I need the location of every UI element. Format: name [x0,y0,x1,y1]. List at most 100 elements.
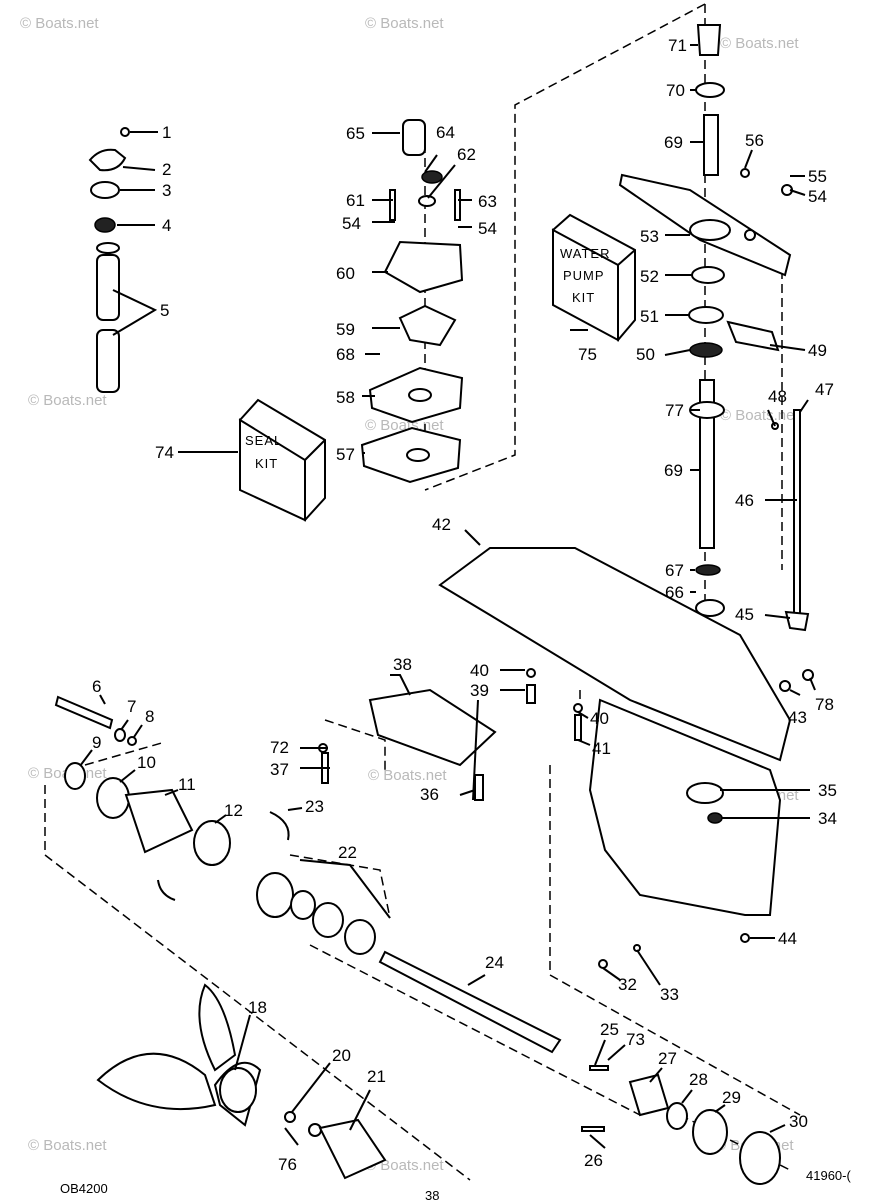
watermark: © Boats.net [720,35,799,52]
water-pump-kit-box: WATER PUMP KIT [551,213,636,342]
seal-kit-label: SEAL [245,433,282,448]
callout-35: 35 [818,781,837,800]
callout-76: 76 [278,1155,297,1174]
callout-59: 59 [336,320,355,339]
shift-rod-parts [88,127,130,393]
callout-4: 4 [162,216,171,235]
callout-29: 29 [722,1088,741,1107]
callout-21: 21 [367,1067,386,1086]
callout-57: 57 [336,445,355,464]
callout-41: 41 [592,739,611,758]
callout-30: 30 [789,1112,808,1131]
watermark: © Boats.net [720,407,799,424]
watermark: © Boats.net [20,15,99,32]
callout-71: 71 [668,36,687,55]
callout-39: 39 [470,681,489,700]
watermark: © Boats.net [368,767,447,784]
watermark: © Boats.net [28,1137,107,1154]
page-number: 38 [425,1188,439,1200]
callout-37: 37 [270,760,289,779]
callout-40: 40 [470,661,489,680]
propeller [96,983,387,1180]
callout-64: 64 [436,123,455,142]
callout-28: 28 [689,1070,708,1089]
drawing-number: 41960-( [806,1168,851,1183]
callout-44: 44 [778,929,797,948]
callout-22: 22 [338,843,357,862]
callout-50: 50 [636,345,655,364]
callout-47: 47 [815,380,834,399]
callout-75: 75 [578,345,597,364]
assembly-guide-lines [44,3,801,1181]
callout-69: 69 [664,133,683,152]
callout-65: 65 [346,124,365,143]
callout-9: 9 [92,733,101,752]
shift-rod [771,409,810,632]
callout-72: 72 [270,738,289,757]
callout-8: 8 [145,707,154,726]
callout-11: 11 [178,775,196,794]
skeg-plate [318,668,583,801]
callout-38: 38 [393,655,412,674]
callout-43: 43 [788,708,807,727]
callout-2: 2 [162,160,171,179]
callout-49: 49 [808,341,827,360]
callout-54: 54 [478,219,497,238]
callout-69: 69 [664,461,683,480]
callout-1: 1 [162,123,171,142]
callout-54: 54 [342,214,361,233]
callout-23: 23 [305,797,324,816]
callout-73: 73 [626,1030,645,1049]
callout-34: 34 [818,809,837,828]
callout-33: 33 [660,985,679,1004]
callout-5: 5 [160,301,169,320]
callout-12: 12 [224,801,243,820]
water-pump-parts [360,119,464,484]
seal-kit-box: SEAL KIT [238,398,326,522]
callout-60: 60 [336,264,355,283]
gearcase-housing [438,547,814,943]
callout-63: 63 [478,192,497,211]
callout-6: 6 [92,677,101,696]
callout-78: 78 [815,695,834,714]
callout-67: 67 [665,561,684,580]
callout-3: 3 [162,181,171,200]
callout-55: 55 [808,167,827,186]
callout-46: 46 [735,491,754,510]
callout-24: 24 [485,953,504,972]
callout-70: 70 [666,81,685,100]
callout-18: 18 [248,998,267,1017]
callout-45: 45 [735,605,754,624]
callout-36: 36 [420,785,439,804]
seal-kit-label: KIT [255,456,278,471]
callout-56: 56 [745,131,764,150]
image-code: OB4200 [60,1181,108,1196]
callout-77: 77 [665,401,684,420]
water-pump-kit-label: WATER [560,246,611,261]
callout-52: 52 [640,267,659,286]
propshaft-parts [54,695,781,1185]
callout-74: 74 [155,443,174,462]
callout-40: 40 [590,709,609,728]
watermark: © Boats.net [365,15,444,32]
watermark: © Boats.net [365,1157,444,1174]
callout-58: 58 [336,388,355,407]
watermark: © Boats.net [28,392,107,409]
callout-51: 51 [640,307,659,326]
callout-26: 26 [584,1151,603,1170]
callout-7: 7 [127,697,136,716]
callout-48: 48 [768,387,787,406]
callout-labels: 1 2 3 4 5 6 7 8 9 10 11 12 18 20 21 22 2… [92,36,837,1174]
callout-25: 25 [600,1020,619,1039]
callout-32: 32 [618,975,637,994]
callout-20: 20 [332,1046,351,1065]
callout-10: 10 [137,753,156,772]
callout-42: 42 [432,515,451,534]
water-pump-kit-label: KIT [572,290,595,305]
callout-62: 62 [457,145,476,164]
water-pump-kit-label: PUMP [563,268,605,283]
parts: SEAL KIT WATER PUMP KIT [54,24,814,1185]
callout-53: 53 [640,227,659,246]
leader-lines [79,44,816,1149]
